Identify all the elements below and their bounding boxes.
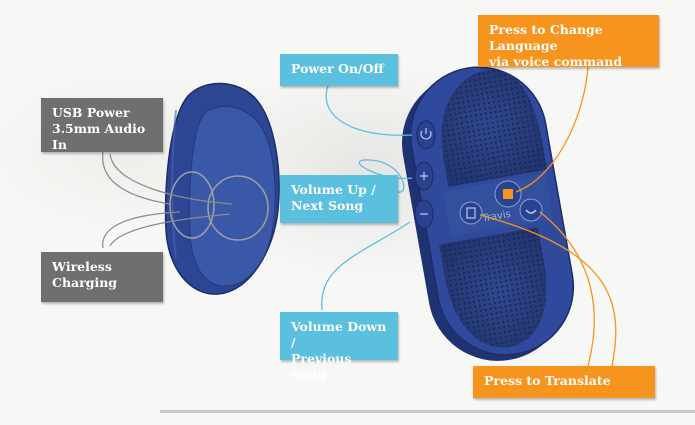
label-change-language: Press to Change Language via voice comma…	[478, 15, 659, 69]
label-power: Power On/Off	[280, 54, 398, 86]
change-language-icon	[503, 189, 513, 199]
volume-up-icon	[420, 172, 428, 180]
label-change-language-line1: Press to Change Language	[489, 22, 603, 53]
left-front-icon	[466, 207, 476, 219]
label-volume-up-line1: Volume Up /	[291, 182, 376, 197]
label-power-line1: Power On/Off	[291, 61, 384, 76]
label-usb-power-line2: 3.5mm Audio In	[52, 121, 146, 152]
label-translate: Press to Translate	[473, 366, 655, 398]
device-logo: Travis	[480, 209, 511, 225]
ground-line	[160, 410, 695, 413]
translate-icon	[525, 209, 537, 214]
label-change-language-line2: via voice command	[489, 54, 623, 69]
change-language-button[interactable]	[494, 180, 522, 208]
label-volume-down-line2: Previous Song	[291, 351, 352, 382]
label-translate-line1: Press to Translate	[484, 373, 611, 388]
power-button-shape	[416, 120, 436, 150]
translate-button[interactable]	[519, 198, 543, 222]
label-volume-up: Volume Up / Next Song	[280, 175, 398, 223]
label-wireless-charging: Wireless Charging	[41, 252, 163, 302]
label-volume-up-line2: Next Song	[291, 198, 364, 213]
usb-port-highlight	[169, 171, 215, 239]
label-usb-power-line1: USB Power	[52, 105, 130, 120]
label-volume-down-line1: Volume Down /	[291, 319, 387, 350]
label-wireless-line2: Charging	[52, 275, 118, 290]
label-volume-down: Volume Down / Previous Song	[280, 312, 398, 382]
device-side-view	[164, 82, 280, 295]
label-usb-power: USB Power 3.5mm Audio In	[41, 98, 163, 152]
charging-area-highlight	[207, 175, 269, 241]
label-wireless-line1: Wireless	[52, 259, 112, 274]
left-front-button[interactable]	[459, 201, 483, 225]
power-icon	[420, 128, 432, 140]
